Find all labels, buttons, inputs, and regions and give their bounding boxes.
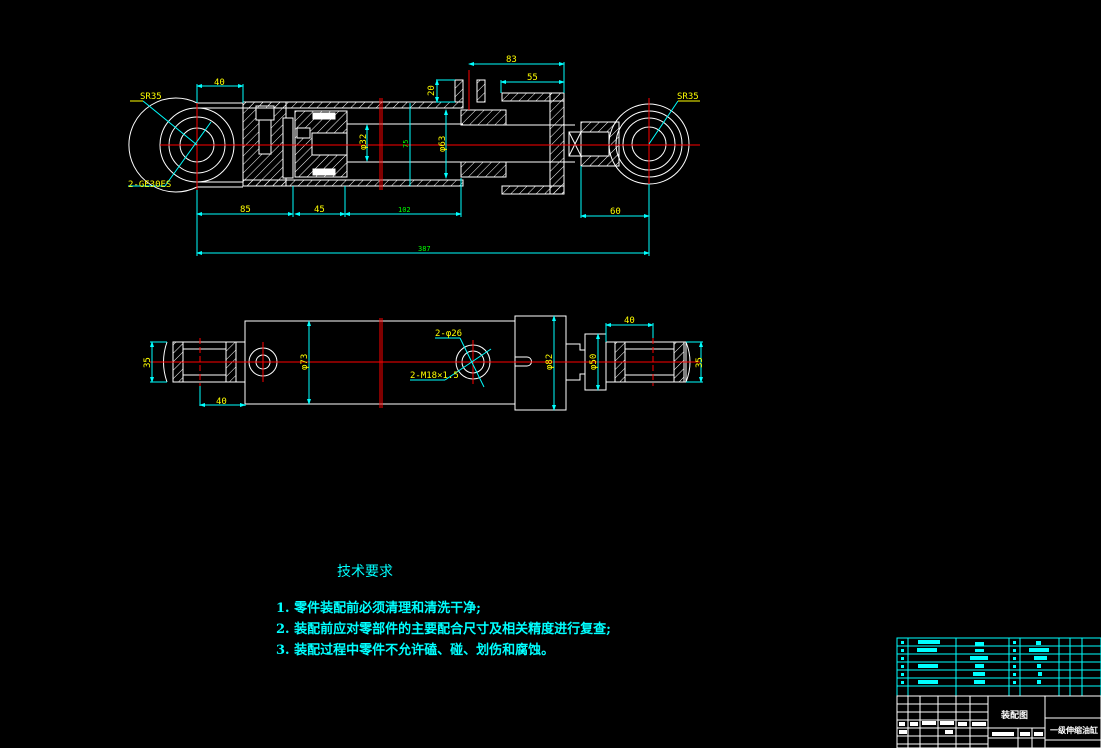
technical-requirements-list: 1. 零件装配前必须清理和清洗干净; 2. 装配前应对零部件的主要配合尺寸及相关…: [276, 598, 611, 661]
dim-right-width: 40: [624, 316, 635, 326]
dim-seg3: 102: [398, 206, 411, 214]
dim-gland-inner: 55: [527, 73, 538, 83]
dim-left-height: 35: [143, 357, 153, 368]
dim-bore: φ32: [359, 134, 369, 150]
front-dimension-text: 40 SR35 2-GE30ES SR35 83 55 20 φ32 75 φ6…: [128, 55, 699, 253]
part-name: 一级伸缩油缸: [1050, 725, 1098, 735]
front-dimensions: [128, 62, 700, 256]
dim-neck-dia: φ50: [589, 354, 599, 370]
title-grid: [896, 695, 1101, 748]
bottom-centerlines: [150, 318, 700, 408]
dim-barrel-dia: φ73: [300, 354, 310, 370]
title-block: 装配图 一级伸缩油缸: [896, 637, 1101, 748]
dim-seg2: 45: [314, 205, 325, 215]
revision-table-cells: [901, 640, 1049, 684]
dim-gland-outer: 83: [506, 55, 517, 65]
bottom-exterior-view: [163, 315, 691, 411]
label-holes: 2-φ26: [435, 329, 462, 339]
dim-left-width: 40: [216, 397, 227, 407]
dim-head-dia: φ82: [545, 354, 555, 370]
bottom-dimensions: [150, 315, 703, 411]
label-sr-left: SR35: [140, 92, 162, 102]
title-grid-cells: [899, 721, 1043, 736]
bottom-dimension-text: 35 40 φ73 2-φ26 2-M18×1.5 φ82 φ50 40 35: [143, 316, 705, 407]
end-cap: [242, 101, 294, 187]
dim-right-height: 35: [695, 357, 705, 368]
piston: [294, 110, 348, 178]
barrel-tube: [242, 101, 464, 187]
dim-port-height: 20: [427, 85, 437, 96]
label-sr-right: SR35: [677, 92, 699, 102]
dim-eye-width: 40: [214, 78, 225, 88]
dim-rod-mark: 75: [402, 140, 410, 148]
piston-rod: [463, 121, 620, 167]
requirement-item: 3. 装配过程中零件不允许磕、碰、划伤和腐蚀。: [276, 643, 555, 658]
technical-requirements-title: 技术要求: [337, 564, 393, 580]
drawing-type: 装配图: [1000, 709, 1028, 721]
cylinder-head-side: [514, 315, 567, 411]
dim-seg1: 85: [240, 205, 251, 215]
revision-table: [896, 637, 1101, 697]
label-thread: 2-M18×1.5: [410, 371, 459, 381]
front-section-view: [128, 79, 690, 195]
requirement-item: 1. 零件装配前必须清理和清洗干净;: [276, 601, 481, 616]
dim-rod-eye: 60: [610, 207, 621, 217]
requirement-item: 2. 装配前应对零部件的主要配合尺寸及相关精度进行复查;: [276, 622, 611, 637]
label-bearing: 2-GE30ES: [128, 180, 171, 190]
dim-rod-dia: φ63: [438, 136, 448, 152]
gland: [454, 79, 565, 195]
dim-overall: 387: [418, 245, 431, 253]
